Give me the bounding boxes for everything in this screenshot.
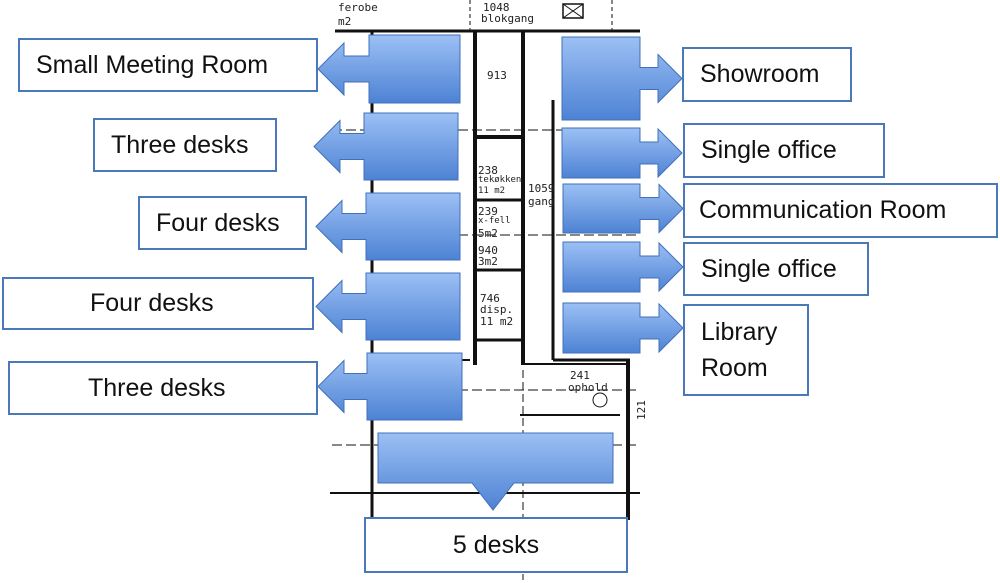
plan-text: blokgang <box>481 12 534 25</box>
left-arrow-block <box>317 352 463 421</box>
left-arrow-block <box>315 192 461 261</box>
label-library-room: Library Room <box>683 304 809 396</box>
left-arrow-block <box>315 272 461 341</box>
right-arrow-block <box>562 241 684 293</box>
plan-text: 1059 <box>528 182 555 195</box>
left-arrow-block <box>317 34 461 104</box>
label-four-desks: Four desks <box>138 196 307 250</box>
plan-text: 746 <box>480 292 500 305</box>
right-arrow-block <box>562 183 684 234</box>
plan-text: x-fell <box>478 216 511 226</box>
plan-text: 241 <box>570 369 590 382</box>
plan-text: disp. <box>480 303 514 316</box>
plan-text: 11 m2 <box>480 315 514 328</box>
label-three-desks: Three desks <box>8 361 318 415</box>
plan-text: 913 <box>487 69 507 82</box>
plan-text: m2 <box>338 15 352 28</box>
right-arrow-block <box>561 127 683 179</box>
label-5-desks: 5 desks <box>364 517 628 573</box>
label-three-desks: Three desks <box>93 118 277 172</box>
plan-text: 5m2 <box>478 227 498 240</box>
label-single-office: Single office <box>683 123 885 178</box>
right-arrow-block <box>561 36 683 121</box>
label-small-meeting-room: Small Meeting Room <box>18 38 318 92</box>
plan-text: ferobe <box>338 1 378 14</box>
plan-text: gang <box>528 195 555 208</box>
label-showroom: Showroom <box>682 47 852 102</box>
plan-text: tekøkken <box>478 175 522 185</box>
right-arrow-block <box>562 302 684 354</box>
plan-text: 11 m2 <box>478 186 506 196</box>
plan-text: 1048 <box>483 1 510 14</box>
plan-text: 940 <box>478 244 498 257</box>
label-four-desks: Four desks <box>2 277 314 330</box>
plan-text: 238 <box>478 164 498 177</box>
plan-text: 239 <box>478 205 498 218</box>
left-arrow-block <box>313 112 459 181</box>
down-arrow-block <box>377 432 614 511</box>
label-single-office: Single office <box>683 242 869 296</box>
plan-text: ophold <box>568 381 608 394</box>
label-communication-room: Communication Room <box>683 183 998 238</box>
plan-text: 3m2 <box>478 255 498 268</box>
